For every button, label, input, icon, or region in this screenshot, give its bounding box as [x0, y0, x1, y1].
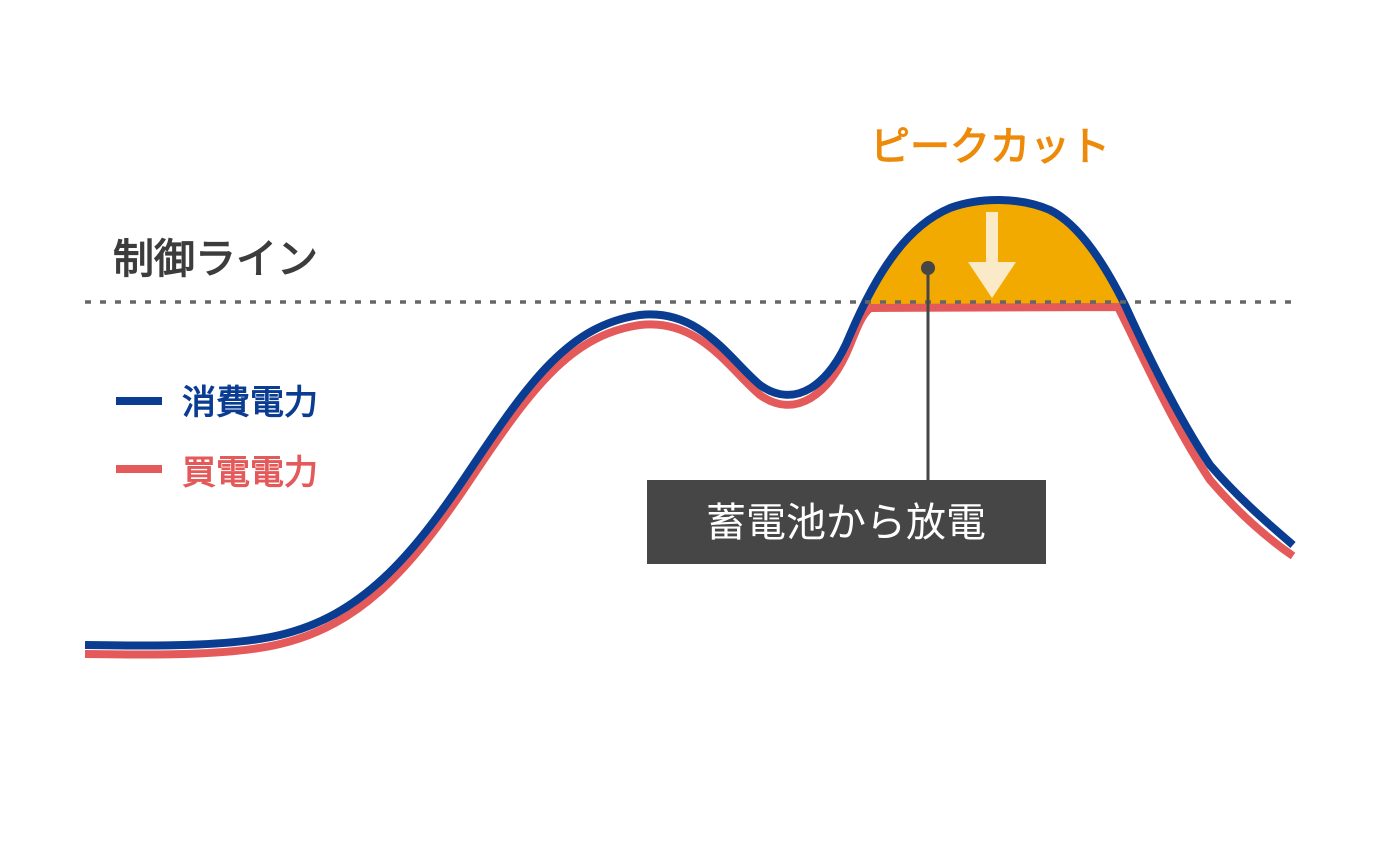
- purchased-power-line: [84, 303, 1296, 659]
- control-line-label: 制御ライン: [113, 235, 318, 283]
- legend-label-consumption: 消費電力: [182, 383, 318, 423]
- legend-item-consumption: 消費電力: [116, 383, 318, 423]
- peak-cut-label: ピークカット: [870, 124, 1110, 170]
- callout-box: [647, 480, 1046, 564]
- down-arrow-icon: [968, 212, 1016, 298]
- legend: 消費電力 買電電力: [116, 383, 318, 493]
- callout-pointer-dot: [921, 261, 935, 275]
- legend-label-purchased: 買電電力: [182, 453, 318, 493]
- callout-label: 蓄電池から放電: [706, 500, 986, 546]
- legend-swatch-consumption: [116, 397, 162, 405]
- legend-swatch-purchased: [116, 465, 162, 473]
- legend-item-purchased: 買電電力: [116, 453, 318, 493]
- consumption-power-line: [84, 196, 1296, 650]
